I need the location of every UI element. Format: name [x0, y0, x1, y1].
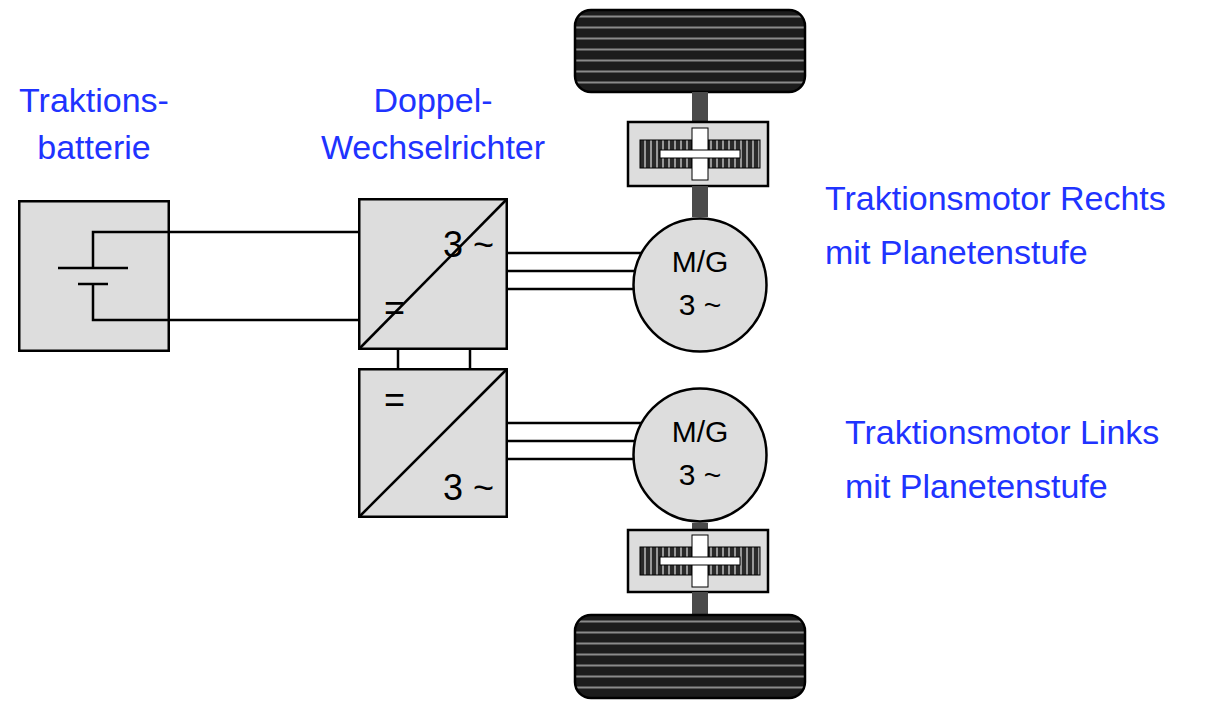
motor-label: M/G	[632, 242, 768, 282]
motor-circle: M/G3 ~Traktionsmotor Rechts mit Planeten…	[632, 217, 768, 353]
component-heading: Traktions- batterie	[0, 77, 200, 172]
battery-box: Traktions- batterie	[18, 200, 170, 352]
inverter-box: = 3 ~	[358, 368, 508, 518]
wheel-right	[575, 10, 805, 92]
battery-outline	[18, 200, 170, 352]
circle-outline	[632, 387, 768, 523]
planetary-gear-right	[628, 122, 768, 186]
power-connector	[398, 350, 470, 368]
ac-symbol: 3 ~	[632, 455, 768, 495]
component-heading: Doppel- Wechselrichter	[283, 77, 583, 172]
dc-symbol: =	[384, 380, 405, 420]
power-connector	[508, 423, 642, 459]
planetary-gear-left	[628, 530, 768, 592]
ac-symbol: 3 ~	[632, 285, 768, 325]
motor-description: Traktionsmotor Rechts mit Planetenstufe	[825, 171, 1190, 280]
shaft	[692, 186, 708, 217]
shaft	[692, 92, 708, 122]
ac-symbol: 3 ~	[443, 225, 494, 265]
wheel-left	[575, 615, 805, 698]
motor-label: M/G	[632, 412, 768, 452]
power-connector	[508, 253, 642, 289]
power-connector	[170, 232, 358, 320]
inverter-box: Doppel- Wechselrichter3 ~=	[358, 198, 508, 350]
motor-description: Traktionsmotor Links mit Planetenstufe	[845, 405, 1195, 514]
shaft	[692, 592, 708, 615]
circle-outline	[632, 217, 768, 353]
motor-circle: M/G3 ~Traktionsmotor Links mit Planetens…	[632, 387, 768, 523]
ac-symbol: 3 ~	[443, 468, 494, 508]
battery-symbol	[58, 232, 169, 320]
inverter-a-outline	[358, 198, 508, 350]
dc-symbol: =	[384, 288, 405, 328]
